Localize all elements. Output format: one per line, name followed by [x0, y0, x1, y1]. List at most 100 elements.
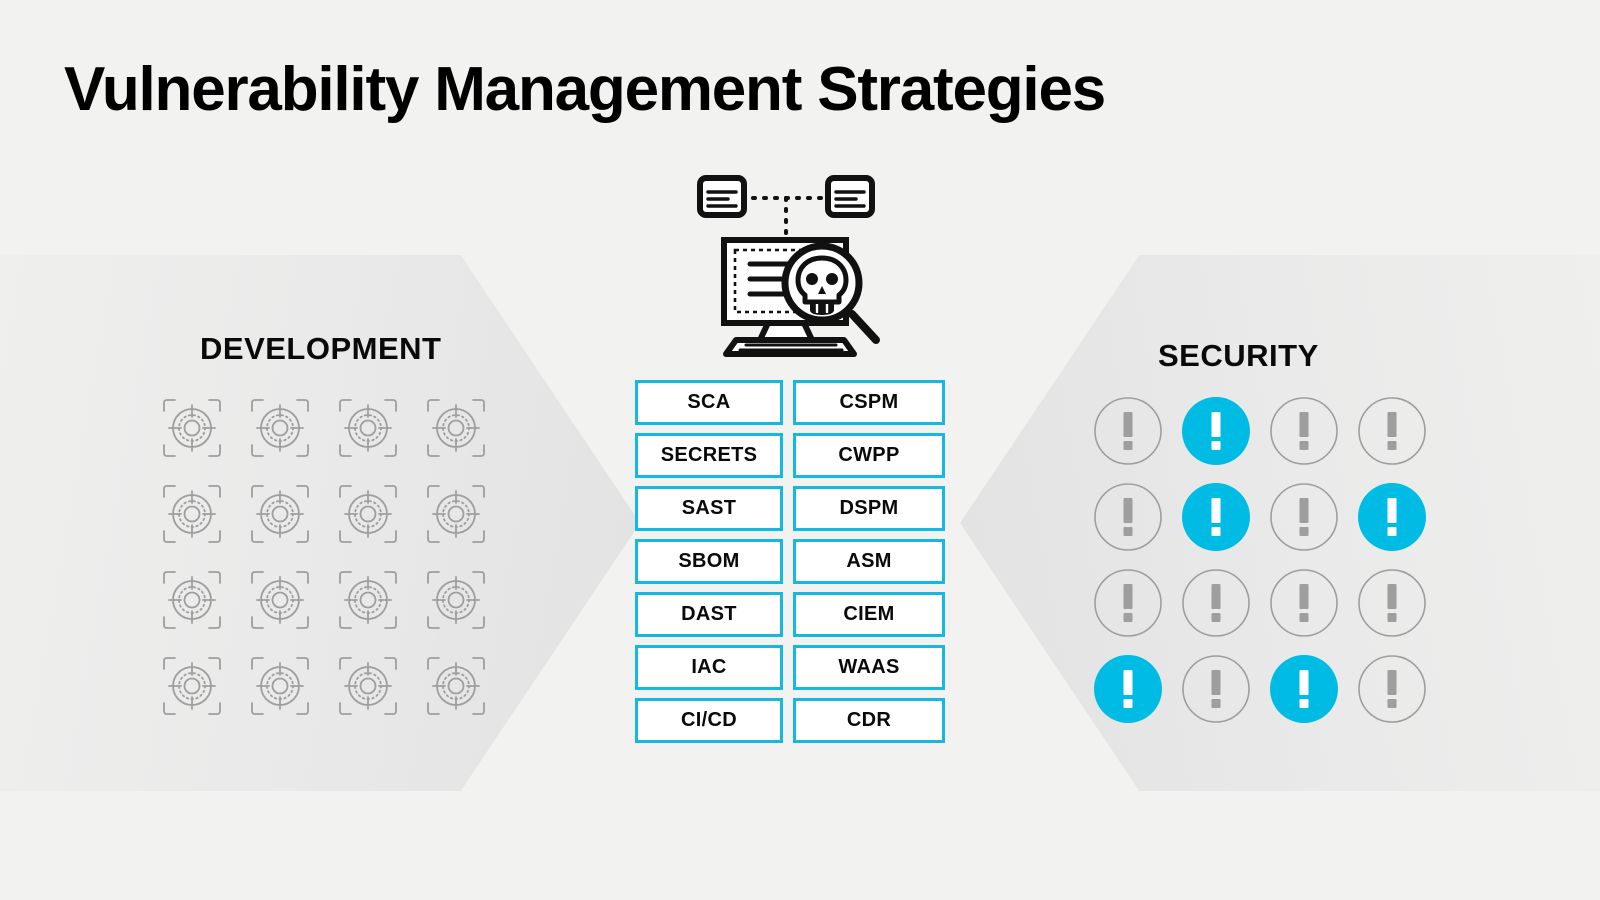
- target-crosshair-icon: [427, 657, 485, 715]
- target-icon-cell: [425, 655, 487, 717]
- alert-icon-cell: [1181, 396, 1251, 466]
- alert-exclamation-icon: [1358, 655, 1426, 723]
- strategy-column-development: SCA SECRETS SAST SBOM DAST IAC CI/CD: [635, 380, 783, 743]
- strategy-chip-label: SBOM: [678, 550, 740, 572]
- alert-icon-cell: [1357, 396, 1427, 466]
- strategy-chip-label: CWPP: [838, 444, 900, 466]
- security-heading: SECURITY: [1158, 338, 1319, 373]
- strategy-chip-label: CIEM: [843, 603, 895, 625]
- target-crosshair-icon: [251, 571, 309, 629]
- strategy-chip[interactable]: CWPP: [793, 433, 945, 478]
- strategy-chip-label: SCA: [687, 391, 731, 413]
- target-icon-cell: [161, 569, 223, 631]
- target-crosshair-icon: [163, 657, 221, 715]
- alert-exclamation-icon: [1094, 569, 1162, 637]
- alert-icon-cell: [1093, 482, 1163, 552]
- target-crosshair-icon: [339, 657, 397, 715]
- strategy-chip-label: WAAS: [838, 656, 900, 678]
- document-card-left: [697, 175, 747, 218]
- strategy-chip[interactable]: CSPM: [793, 380, 945, 425]
- alert-exclamation-icon: [1182, 655, 1250, 723]
- strategy-chip[interactable]: CDR: [793, 698, 945, 743]
- strategy-chip-label: SECRETS: [660, 444, 758, 466]
- alert-exclamation-icon: [1358, 569, 1426, 637]
- strategy-chip[interactable]: SBOM: [635, 539, 783, 584]
- target-crosshair-icon: [339, 571, 397, 629]
- alert-icon-cell: [1269, 654, 1339, 724]
- target-icon-cell: [161, 655, 223, 717]
- alert-exclamation-icon: [1270, 397, 1338, 465]
- strategy-column-security: CSPM CWPP DSPM ASM CIEM WAAS CDR: [793, 380, 945, 743]
- target-icon-cell: [249, 569, 311, 631]
- alert-icon-cell: [1093, 654, 1163, 724]
- strategy-chip-label: CSPM: [839, 391, 899, 413]
- strategy-chip[interactable]: ASM: [793, 539, 945, 584]
- alert-exclamation-icon-active: [1094, 655, 1162, 723]
- alert-exclamation-icon-active: [1270, 655, 1338, 723]
- alert-exclamation-icon: [1094, 397, 1162, 465]
- security-icon-grid: [1084, 388, 1436, 732]
- target-crosshair-icon: [339, 399, 397, 457]
- alert-icon-cell: [1357, 654, 1427, 724]
- alert-exclamation-icon: [1270, 483, 1338, 551]
- alert-icon-cell: [1093, 568, 1163, 638]
- strategy-chip[interactable]: WAAS: [793, 645, 945, 690]
- target-icon-cell: [249, 655, 311, 717]
- target-crosshair-icon: [251, 657, 309, 715]
- target-crosshair-icon: [427, 571, 485, 629]
- development-heading: DEVELOPMENT: [200, 331, 442, 366]
- alert-exclamation-icon-active: [1358, 483, 1426, 551]
- strategy-chip-label: CDR: [846, 709, 892, 731]
- strategy-chip-label: IAC: [691, 656, 727, 678]
- target-crosshair-icon: [427, 485, 485, 543]
- strategy-chip[interactable]: SAST: [635, 486, 783, 531]
- target-icon-cell: [161, 483, 223, 545]
- strategy-chip-label: ASM: [846, 550, 892, 572]
- target-crosshair-icon: [339, 485, 397, 543]
- alert-exclamation-icon-active: [1182, 483, 1250, 551]
- alert-icon-cell: [1269, 396, 1339, 466]
- development-icon-grid: [148, 385, 500, 729]
- strategy-chip-columns: SCA SECRETS SAST SBOM DAST IAC CI/CD CSPM CWPP D…: [635, 380, 945, 743]
- target-icon-cell: [337, 569, 399, 631]
- target-crosshair-icon: [251, 485, 309, 543]
- strategy-chip[interactable]: CI/CD: [635, 698, 783, 743]
- strategy-chip-label: DSPM: [839, 497, 899, 519]
- strategy-chip[interactable]: DSPM: [793, 486, 945, 531]
- alert-exclamation-icon-active: [1182, 397, 1250, 465]
- document-card-right: [825, 175, 875, 218]
- target-icon-cell: [425, 397, 487, 459]
- strategy-chip[interactable]: SECRETS: [635, 433, 783, 478]
- alert-icon-cell: [1093, 396, 1163, 466]
- alert-exclamation-icon: [1358, 397, 1426, 465]
- target-icon-cell: [425, 483, 487, 545]
- target-icon-cell: [337, 397, 399, 459]
- strategy-chip[interactable]: DAST: [635, 592, 783, 637]
- target-crosshair-icon: [427, 399, 485, 457]
- alert-icon-cell: [1181, 568, 1251, 638]
- strategy-chip-label: SAST: [681, 497, 737, 519]
- target-icon-cell: [249, 397, 311, 459]
- alert-exclamation-icon: [1094, 483, 1162, 551]
- strategy-chip-label: CI/CD: [681, 709, 737, 731]
- target-icon-cell: [337, 483, 399, 545]
- target-icon-cell: [161, 397, 223, 459]
- page-title: Vulnerability Management Strategies: [64, 55, 1106, 124]
- target-icon-cell: [425, 569, 487, 631]
- alert-icon-cell: [1181, 654, 1251, 724]
- strategy-chip[interactable]: SCA: [635, 380, 783, 425]
- alert-icon-cell: [1269, 482, 1339, 552]
- alert-icon-cell: [1181, 482, 1251, 552]
- target-crosshair-icon: [163, 571, 221, 629]
- magnifier-skull: [781, 242, 880, 344]
- strategy-chip[interactable]: IAC: [635, 645, 783, 690]
- target-crosshair-icon: [163, 399, 221, 457]
- target-icon-cell: [249, 483, 311, 545]
- strategy-chip[interactable]: CIEM: [793, 592, 945, 637]
- target-icon-cell: [337, 655, 399, 717]
- alert-icon-cell: [1269, 568, 1339, 638]
- alert-icon-cell: [1357, 568, 1427, 638]
- strategy-chip-label: DAST: [681, 603, 737, 625]
- target-crosshair-icon: [163, 485, 221, 543]
